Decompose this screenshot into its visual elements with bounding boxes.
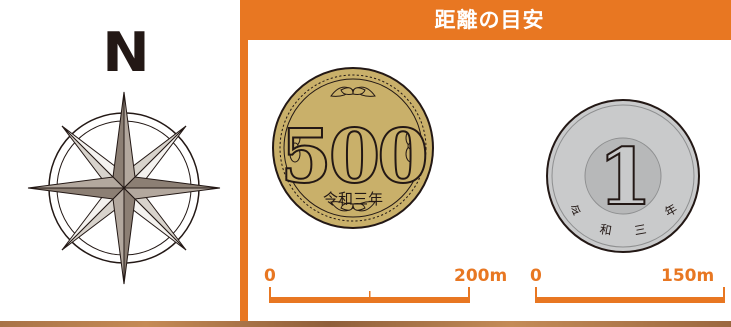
header-title: 距離の目安 [248,0,731,40]
bamboo-top-icon [330,86,376,97]
scale-150m-end: 150m [661,266,715,286]
compass-panel: N [0,0,240,321]
coin-1-char-3: 三 [633,222,647,238]
distance-guide-panel: 500 令和三年 1 令 和 三 年 0 200m 0 15 [248,40,731,321]
coin-1-value: 1 [598,132,652,223]
coin-1-yen: 1 令 和 三 年 [546,99,700,253]
coin-500-yen: 500 令和三年 [272,67,434,229]
scale-200m-start: 0 [264,266,276,286]
coin-500-era: 令和三年 [323,190,383,208]
coin-illustrations: 500 令和三年 1 令 和 三 年 [269,67,725,303]
coin-500-value: 500 [280,114,426,200]
compass-rose-icon [27,91,221,285]
bamboo-bottom-icon [330,201,376,212]
scale-bar-200m [269,287,470,303]
leaf-right-icon [405,129,417,163]
north-label: N [102,21,150,84]
scale-150m-start: 0 [530,266,542,286]
coin-1-char-2: 和 [599,222,613,238]
scale-bar-150m [535,287,725,303]
scale-200m-end: 200m [454,266,508,286]
wood-floor-strip [0,321,731,327]
leaf-left-icon [289,129,301,163]
